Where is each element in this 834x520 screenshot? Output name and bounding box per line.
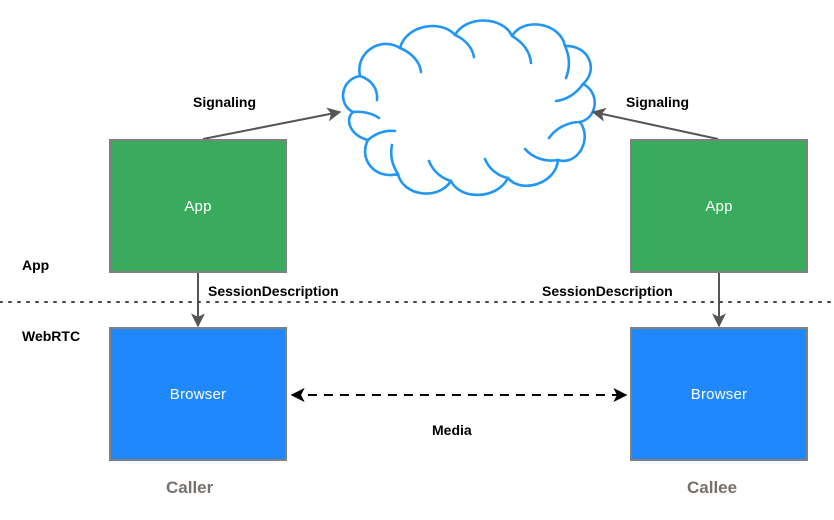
caller-signaling-arrow	[202, 107, 342, 140]
callee-app-box[interactable]: App	[630, 139, 808, 273]
caller-sessiondescription-label: SessionDescription	[208, 283, 339, 299]
callee-browser-label: Browser	[690, 385, 748, 403]
caller-app-box[interactable]: App	[109, 139, 287, 273]
callee-signaling-arrow	[591, 107, 719, 140]
callee-signaling-label: Signaling	[626, 94, 689, 110]
media-label: Media	[432, 422, 472, 438]
callee-sessiondescription-label: SessionDescription	[542, 283, 673, 299]
caller-app-label: App	[184, 197, 212, 215]
caller-browser-box[interactable]: Browser	[109, 327, 287, 461]
role-label-callee: Callee	[687, 478, 738, 497]
layer-label-app: App	[22, 257, 50, 273]
signaling-cloud-icon	[341, 19, 596, 197]
role-label-caller: Caller	[166, 478, 214, 497]
caller-signaling-label: Signaling	[193, 94, 256, 110]
callee-app-label: App	[705, 197, 733, 215]
caller-browser-label: Browser	[169, 385, 227, 403]
callee-browser-box[interactable]: Browser	[630, 327, 808, 461]
layer-label-webrtc: WebRTC	[22, 328, 81, 344]
